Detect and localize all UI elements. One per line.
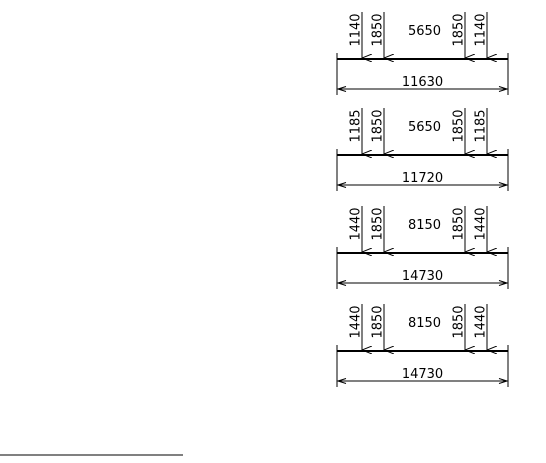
load-label: 1850: [452, 13, 467, 46]
total-length-label: 14730: [402, 367, 443, 382]
dimension-arrowhead-right: [498, 86, 509, 92]
dimension-arrowhead-right: [498, 280, 509, 286]
load-label: 1140: [349, 13, 364, 46]
load-label: 1850: [371, 207, 386, 240]
middle-span-label: 8150: [408, 218, 441, 233]
load-label: 1850: [371, 109, 386, 142]
total-length-label: 14730: [402, 269, 443, 284]
load-label: 1440: [474, 305, 489, 338]
load-label: 1850: [371, 13, 386, 46]
load-label: 1850: [452, 109, 467, 142]
load-label: 1140: [474, 13, 489, 46]
middle-span-label: 8150: [408, 316, 441, 331]
middle-span-label: 5650: [408, 24, 441, 39]
load-label: 1440: [474, 207, 489, 240]
dimension-arrowhead-right: [498, 378, 509, 384]
load-label: 1185: [474, 109, 489, 142]
load-label: 1440: [349, 305, 364, 338]
dimension-arrowhead-left: [336, 280, 347, 286]
dimension-arrowhead-left: [336, 378, 347, 384]
total-length-label: 11720: [402, 171, 443, 186]
load-label: 1850: [452, 207, 467, 240]
middle-span-label: 5650: [408, 120, 441, 135]
load-label: 1440: [349, 207, 364, 240]
dimension-arrowhead-right: [498, 182, 509, 188]
dimension-arrowhead-left: [336, 86, 347, 92]
total-length-label: 11630: [402, 75, 443, 90]
dimension-arrowhead-left: [336, 182, 347, 188]
load-label: 1185: [349, 109, 364, 142]
load-label: 1850: [452, 305, 467, 338]
load-label: 1850: [371, 305, 386, 338]
